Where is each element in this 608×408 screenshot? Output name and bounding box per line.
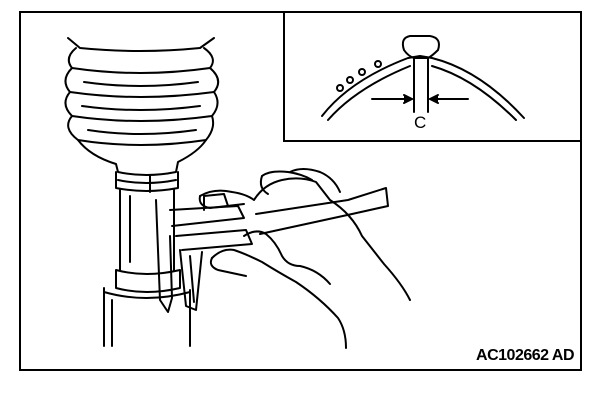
dimension-label-c: C — [414, 113, 427, 132]
drive-shaft — [103, 189, 191, 347]
bellows-boot — [64, 37, 220, 176]
hand — [198, 168, 411, 349]
figure-code: AC102662 AD — [476, 347, 574, 364]
band-clamp — [115, 171, 179, 193]
detail-inset — [283, 11, 582, 142]
